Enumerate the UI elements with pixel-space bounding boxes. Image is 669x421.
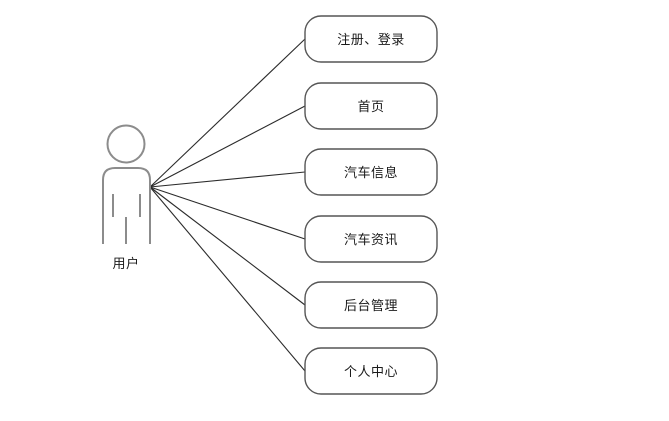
- use-case-box-backend-management[interactable]: [304, 281, 438, 329]
- association-line-car-news: [149, 186, 306, 240]
- use-case-personal-center[interactable]: 个人中心: [304, 347, 438, 395]
- use-case-car-information[interactable]: 汽车信息: [304, 148, 438, 196]
- association-line-car-information: [149, 171, 306, 188]
- use-case-label-backend-management: 后台管理: [344, 298, 398, 313]
- use-case-label-register-login: 注册、登录: [337, 32, 405, 47]
- use-case-box-home-page[interactable]: [304, 82, 438, 130]
- use-case-label-car-information: 汽车信息: [344, 165, 398, 180]
- use-case-label-home-page: 首页: [357, 99, 384, 114]
- use-case-box-car-news[interactable]: [304, 215, 438, 263]
- association-line-home-page: [149, 105, 306, 188]
- use-case-register-login[interactable]: 注册、登录: [304, 15, 438, 63]
- use-case-box-register-login[interactable]: [304, 15, 438, 63]
- use-case-box-personal-center[interactable]: [304, 347, 438, 395]
- use-case-box-car-information[interactable]: [304, 148, 438, 196]
- actor-head-icon: [106, 124, 146, 164]
- use-case-backend-management[interactable]: 后台管理: [304, 281, 438, 329]
- association-lines-group: [149, 38, 306, 372]
- actor-label: 用户: [112, 256, 139, 271]
- use-case-car-news[interactable]: 汽车资讯: [304, 215, 438, 263]
- association-line-backend-management: [149, 186, 306, 306]
- association-line-personal-center: [149, 186, 306, 372]
- use-case-label-personal-center: 个人中心: [344, 364, 398, 379]
- use-case-home-page[interactable]: 首页: [304, 82, 438, 130]
- actor-user[interactable]: 用户: [102, 124, 151, 272]
- association-line-register-login: [149, 38, 306, 188]
- use-case-label-car-news: 汽车资讯: [344, 232, 398, 247]
- actor-body-icon: [102, 167, 151, 244]
